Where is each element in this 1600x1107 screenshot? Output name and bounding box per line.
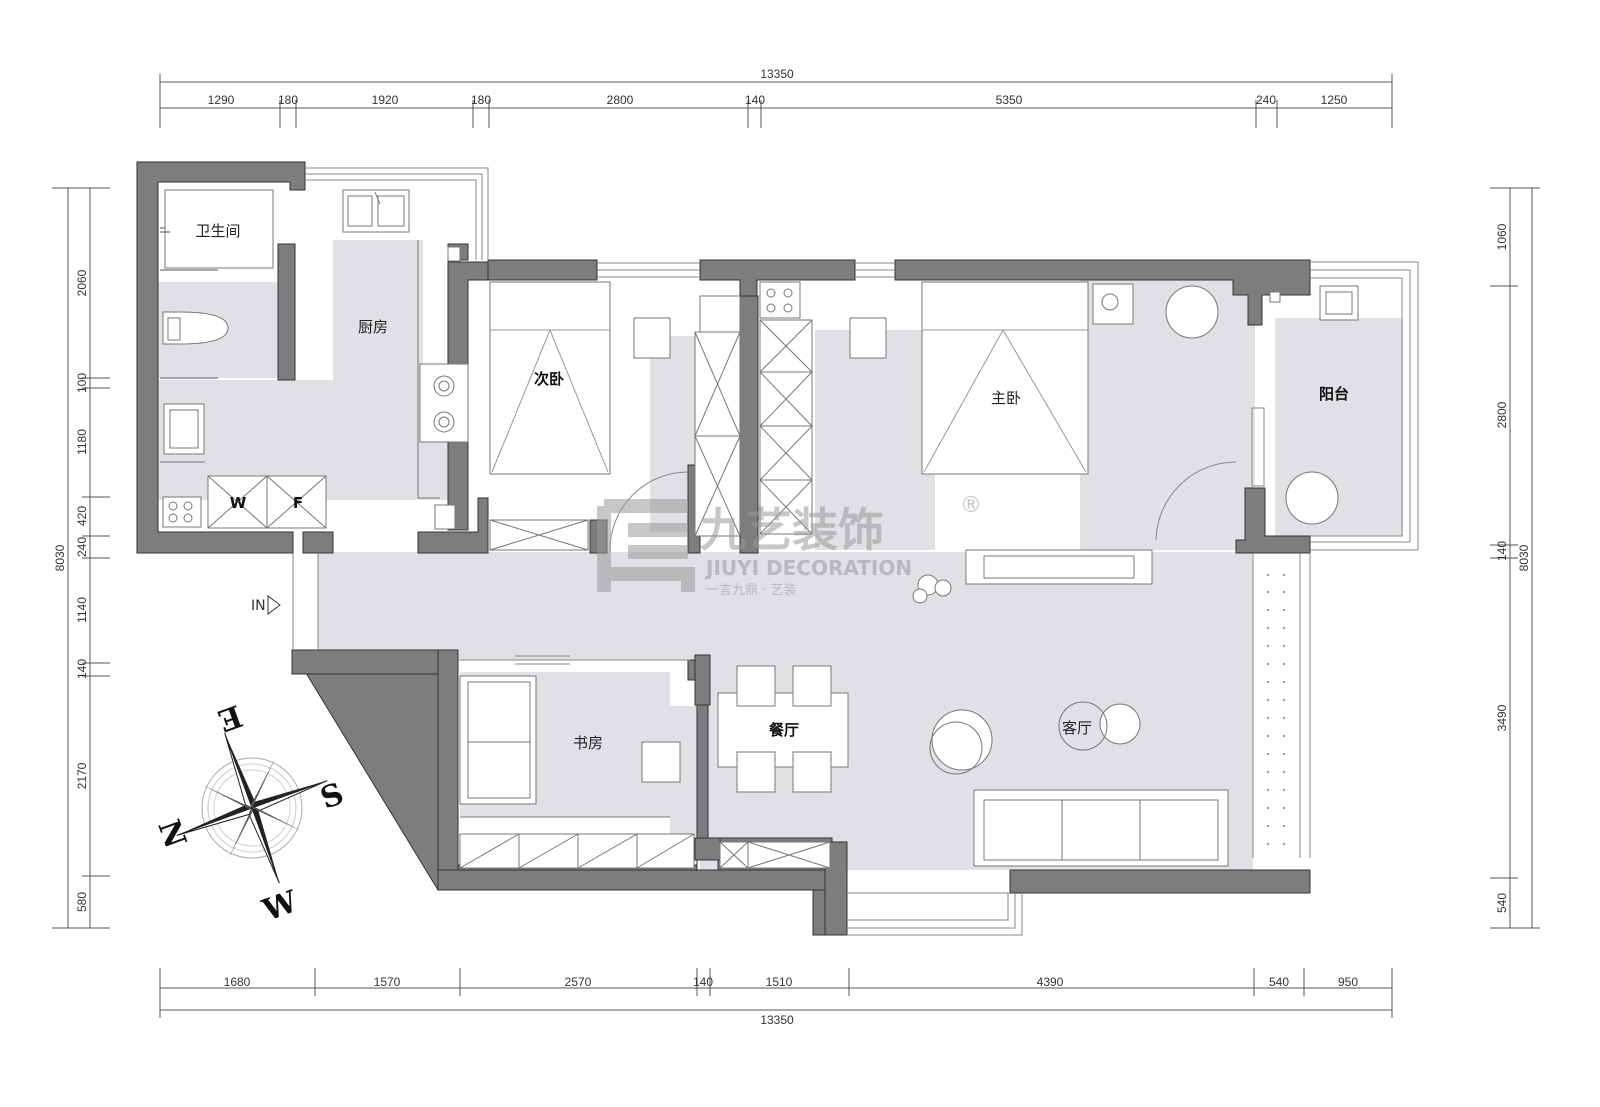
master-bedroom-stool [849, 317, 887, 359]
dining-chair [736, 751, 776, 793]
bottom-dimensions: 1680 1570 2570 140 1510 4390 540 950 133… [224, 975, 1359, 1027]
room-label-living: 客厅 [1062, 719, 1092, 737]
right-dim: 140 [1495, 541, 1509, 561]
dining-chair [736, 665, 776, 707]
compass: E S N W [150, 697, 348, 929]
watermark-registered: ® [960, 493, 982, 518]
top-dim: 1250 [1321, 93, 1348, 107]
bottom-dim: 2570 [565, 975, 592, 989]
bottom-total-dim: 13350 [760, 1013, 794, 1027]
room-label-dining: 餐厅 [769, 721, 799, 739]
left-dim: 140 [75, 659, 89, 679]
bottom-dim: 1570 [374, 975, 401, 989]
fridge-label: F [293, 494, 303, 512]
right-dim: 2800 [1495, 401, 1509, 428]
compass-east: E [213, 697, 246, 738]
entrance-marker: IN [251, 595, 281, 615]
top-dim: 240 [1256, 93, 1276, 107]
master-bed [921, 281, 1089, 475]
dining-cabinet [719, 841, 831, 869]
master-round-chair [1165, 285, 1219, 339]
furniture [160, 189, 1359, 869]
watermark-brand-en: JIUYI DECORATION [704, 556, 912, 580]
bottom-dim: 4390 [1037, 975, 1064, 989]
left-dim: 100 [75, 373, 89, 393]
dining-chair [792, 665, 832, 707]
watermark-tagline: 一言九鼎 · 艺装 [706, 583, 796, 598]
room-label-master-bedroom: 主卧 [991, 389, 1021, 407]
dining-chair [792, 751, 832, 793]
left-dim: 2170 [75, 762, 89, 789]
second-bedroom-bed [489, 281, 611, 475]
left-dim: 580 [75, 892, 89, 912]
bottom-dim: 950 [1338, 975, 1358, 989]
watermark: 九艺装饰 ® JIUYI DECORATION 一言九鼎 · 艺装 [597, 493, 982, 598]
right-dim: 540 [1495, 893, 1509, 913]
study-cabinet [459, 833, 695, 869]
right-dim: 1060 [1495, 223, 1509, 250]
living-side-table [1099, 703, 1141, 745]
top-dim: 180 [471, 93, 491, 107]
wardrobe-right [759, 281, 801, 319]
bathtub [164, 189, 274, 269]
left-dim: 420 [75, 506, 89, 526]
top-dim: 180 [278, 93, 298, 107]
left-dim: 1180 [75, 429, 89, 455]
room-label-kitchen: 厨房 [358, 318, 388, 336]
compass-west: W [257, 884, 303, 929]
wardrobe-left [699, 295, 741, 333]
compass-south: S [316, 776, 348, 816]
entrance-arrow-icon [267, 595, 281, 615]
right-dim: 3490 [1495, 704, 1509, 731]
top-total-dim: 13350 [760, 67, 794, 81]
small-cooktop [162, 496, 202, 528]
watermark-logo [597, 499, 695, 592]
right-dimensions: 1060 2800 140 3490 540 8030 [1495, 223, 1531, 913]
dimension-lines [52, 74, 1540, 1018]
top-dim: 5350 [996, 93, 1023, 107]
room-labels: 卫生间 厨房 次卧 主卧 阳台 书房 餐厅 客厅 W F [195, 222, 1349, 752]
bottom-dim: 140 [693, 975, 713, 989]
compass-rose-icon [176, 732, 328, 884]
watermark-brand-cn: 九艺装饰 [700, 503, 884, 557]
room-label-bathroom: 卫生间 [195, 222, 240, 240]
bottom-dim: 540 [1269, 975, 1289, 989]
living-round-chair [931, 709, 993, 771]
top-dim: 1920 [372, 93, 399, 107]
left-dim: 1140 [75, 597, 89, 623]
left-total-dim: 8030 [53, 544, 67, 571]
right-total-dim: 8030 [1517, 544, 1531, 571]
compass-north: N [150, 815, 192, 853]
washer-label: W [230, 494, 247, 512]
bottom-dim: 1680 [224, 975, 251, 989]
top-dim: 1290 [208, 93, 235, 107]
left-dim: 2060 [75, 269, 89, 296]
top-dim: 2800 [607, 93, 634, 107]
window-dots [1266, 573, 1286, 846]
room-label-balcony: 阳台 [1319, 385, 1349, 403]
left-dim: 240 [75, 537, 89, 557]
top-dim: 140 [745, 93, 765, 107]
bottom-dim: 1510 [766, 975, 793, 989]
entrance-label: IN [251, 598, 266, 614]
room-label-second-bedroom: 次卧 [534, 370, 564, 388]
left-dimensions: 8030 2060 100 1180 420 240 1140 140 2170… [53, 269, 89, 912]
balcony-round-item [1285, 471, 1339, 525]
window-lines [292, 167, 1419, 936]
room-label-study: 书房 [573, 734, 603, 752]
top-dimensions: 13350 1290 180 1920 180 2800 140 5350 24… [208, 67, 1348, 107]
study-chair [641, 741, 681, 783]
second-bedroom-stool [633, 317, 671, 359]
